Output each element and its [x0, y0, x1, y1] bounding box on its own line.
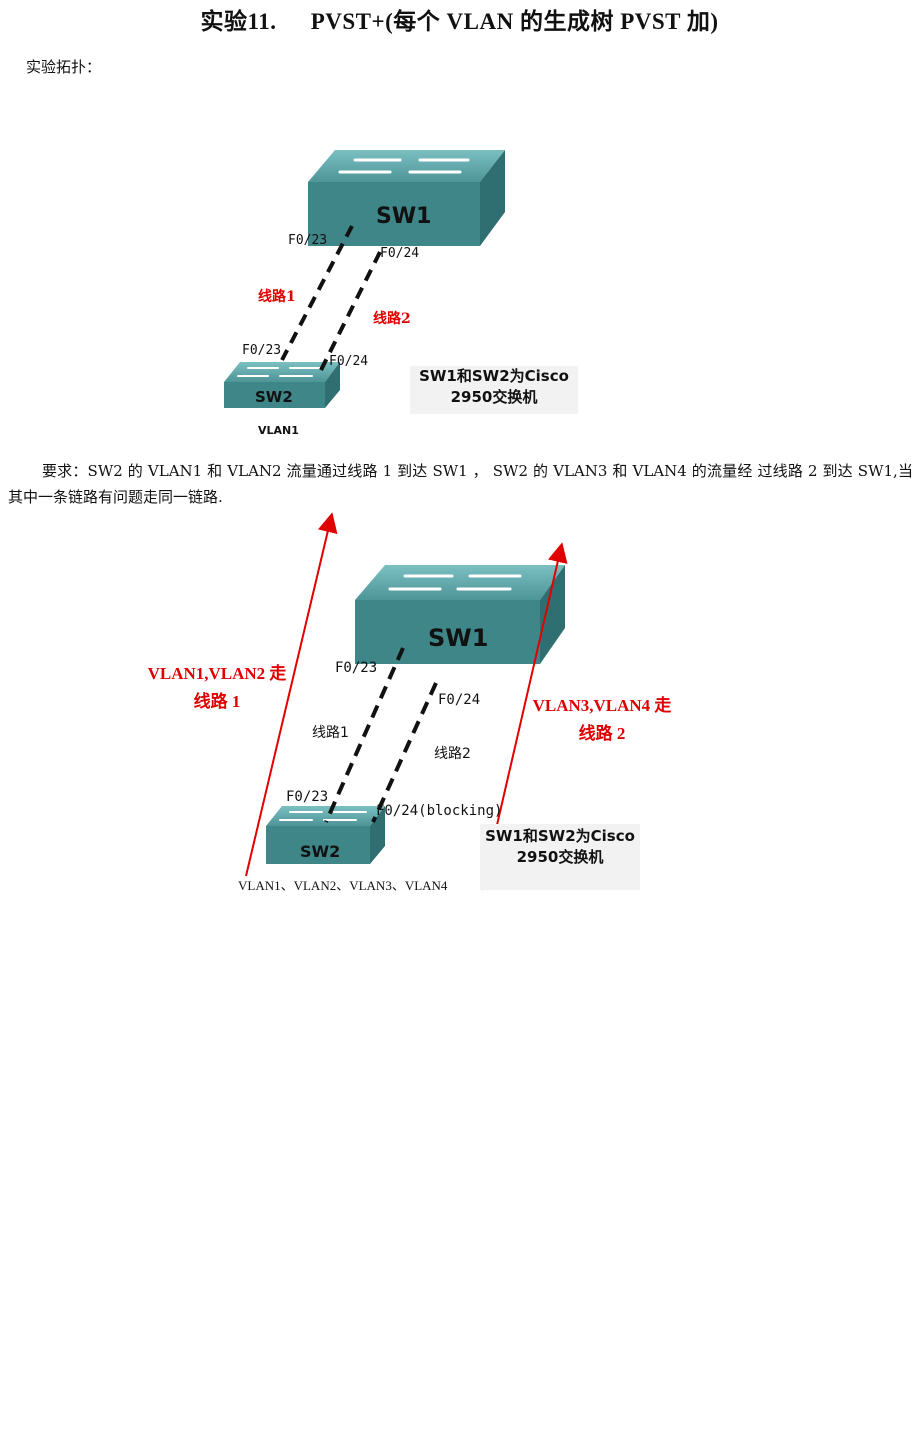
left-caption-line-2: 线路 1: [193, 692, 241, 711]
switch-model-note: SW1和SW2为Cisco 2950交换机: [410, 366, 578, 414]
sw2-label-2: SW2: [300, 842, 341, 861]
switch-model-note-2: SW1和SW2为Cisco 2950交换机: [480, 824, 640, 890]
sw2-switch-icon-2: [266, 806, 385, 864]
link2-line-2: [371, 682, 438, 823]
sw2-port-f024: F0/24: [329, 354, 369, 369]
left-traffic-arrow: [245, 512, 338, 877]
sw1-port-f024: F0/24: [380, 246, 420, 261]
right-arrow-caption: VLAN3,VLAN4 走 线路 2: [524, 692, 680, 748]
link2-label: 线路2: [373, 311, 411, 327]
sw2-switch-icon: [224, 362, 340, 408]
vlan-label: VLAN1: [258, 424, 299, 437]
sw2-port-f023-2: F0/23: [286, 789, 329, 805]
right-caption-line-1: VLAN3,VLAN4 走: [532, 696, 672, 715]
note2-line-1: SW1和SW2为Cisco: [485, 827, 635, 845]
requirement-text: 要求：SW2 的 VLAN1 和 VLAN2 流量通过线路 1 到达 SW1 ，…: [8, 462, 913, 506]
sw2-label: SW2: [255, 388, 293, 406]
link1-line: [280, 225, 354, 361]
sw1-port-f023: F0/23: [288, 233, 328, 248]
title-main: PVST+(每个 VLAN 的生成树 PVST 加): [310, 9, 719, 34]
link2-label-2: 线路2: [434, 746, 471, 762]
link1-label: 线路1: [258, 289, 296, 305]
sw1-switch-icon: [308, 150, 505, 246]
sw1-port-f023-2: F0/23: [335, 660, 378, 676]
topology-1-graphic: [224, 150, 505, 408]
link1-line-2: [324, 647, 405, 823]
sw1-port-f024-2: F0/24: [438, 692, 481, 708]
note2-line-2: 2950交换机: [516, 848, 604, 866]
left-arrow-caption: VLAN1,VLAN2 走 线路 1: [142, 660, 292, 716]
sw1-label: SW1: [376, 204, 432, 229]
vlan-list-label: VLAN1、VLAN2、VLAN3、VLAN4: [238, 878, 448, 893]
right-caption-line-2: 线路 2: [578, 724, 626, 743]
sw2-port-f024-blocking: F0/24(blocking): [376, 803, 503, 819]
sw1-switch-icon-2: [355, 565, 565, 664]
note-line-2: 2950交换机: [450, 388, 538, 406]
sw2-port-f023: F0/23: [242, 343, 282, 358]
page-title: 实验11. PVST+(每个 VLAN 的生成树 PVST 加): [0, 2, 919, 36]
sw1-label-2: SW1: [428, 624, 489, 652]
left-caption-line-1: VLAN1,VLAN2 走: [147, 664, 287, 683]
link2-line: [318, 251, 382, 373]
title-number: 实验11.: [200, 9, 277, 34]
section-label: 实验拓扑：: [26, 58, 102, 76]
topology-2-graphic: [245, 512, 568, 891]
link1-label-2: 线路1: [312, 725, 349, 741]
note-line-1: SW1和SW2为Cisco: [419, 367, 569, 385]
